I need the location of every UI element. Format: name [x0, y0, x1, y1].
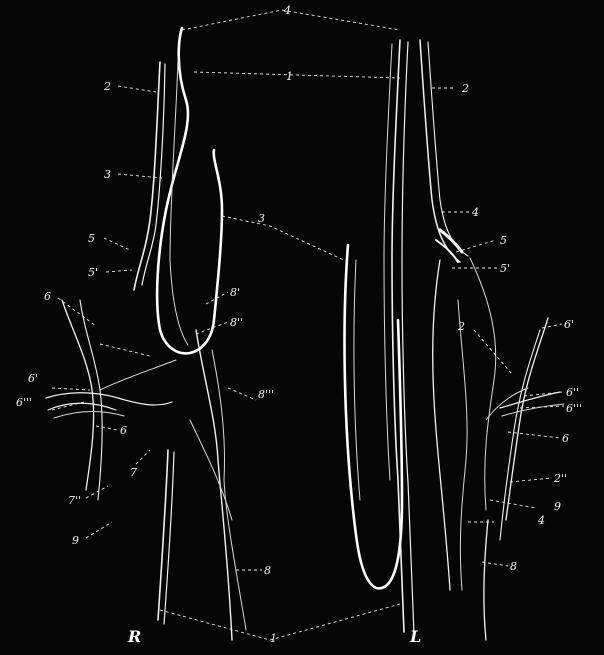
label-side-L: L [409, 627, 421, 646]
label-bottom-1: 1 [270, 632, 277, 645]
label-c-8pp: 8'' [230, 316, 243, 329]
label-r-7: 7 [130, 466, 137, 479]
label-l-6ppp: 6''' [566, 402, 582, 415]
label-side-R: R [127, 627, 141, 646]
label-r-6: 6 [44, 290, 51, 303]
label-r-6ppp: 6''' [16, 396, 32, 409]
label-l-2pp: 2'' [553, 472, 567, 485]
label-l-2b: 2 [457, 320, 465, 333]
label-l-6p: 6' [564, 318, 574, 331]
label-l-6: 6 [562, 432, 569, 445]
label-l-4b: 4 [537, 514, 545, 527]
label-r-6b: 6 [120, 424, 127, 437]
label-l-9: 9 [554, 500, 561, 513]
label-r-5p: 5' [88, 266, 98, 279]
label-l-6pp: 6'' [566, 386, 579, 399]
label-l-5: 5 [500, 234, 507, 247]
label-l-4: 4 [471, 206, 479, 219]
label-top-1: 1 [286, 70, 293, 83]
label-r-7pp: 7'' [68, 494, 81, 507]
label-l-8: 8 [510, 560, 517, 573]
label-l-2: 2 [461, 82, 469, 95]
label-r-9: 9 [72, 534, 79, 547]
label-l-5p: 5' [500, 262, 510, 275]
label-r-8: 8 [264, 564, 271, 577]
label-r-2: 2 [103, 80, 111, 93]
label-top-4: 4 [283, 4, 291, 17]
label-r-6p: 6' [28, 372, 38, 385]
label-r-3: 3 [104, 168, 111, 181]
label-c-8ppp: 8''' [258, 388, 274, 401]
label-r-5: 5 [88, 232, 95, 245]
label-c-3: 3 [258, 212, 265, 225]
label-c-8p: 8' [230, 286, 240, 299]
